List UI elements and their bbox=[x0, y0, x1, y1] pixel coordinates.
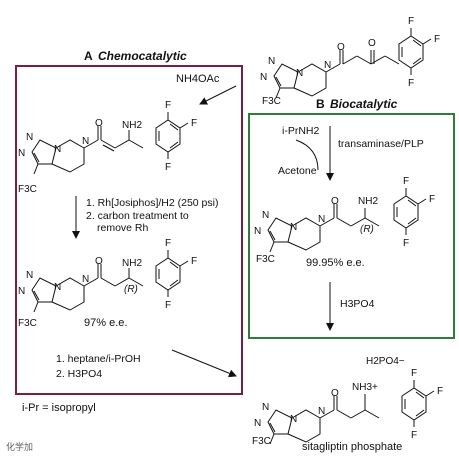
svg-text:N: N bbox=[296, 68, 303, 79]
svg-text:N: N bbox=[82, 274, 89, 285]
reagent-phosphoric-acid: H3PO4 bbox=[340, 298, 375, 310]
svg-text:F: F bbox=[403, 238, 409, 249]
reagent-isopropylamine: i-PrNH2 bbox=[282, 125, 319, 137]
svg-text:F: F bbox=[437, 386, 443, 397]
chemocatalytic-panel-border bbox=[15, 65, 243, 395]
svg-text:(R): (R) bbox=[360, 224, 374, 235]
svg-text:H2PO4−: H2PO4− bbox=[366, 356, 405, 367]
svg-text:NH3+: NH3+ bbox=[352, 382, 378, 393]
svg-text:NH2: NH2 bbox=[122, 120, 142, 131]
reagent-transaminase: transaminase/PLP bbox=[338, 138, 424, 150]
reagent-hydrogenation-3: remove Rh bbox=[97, 222, 149, 234]
svg-text:F: F bbox=[165, 100, 171, 111]
svg-text:N: N bbox=[54, 282, 61, 293]
svg-text:NH2: NH2 bbox=[122, 258, 142, 269]
svg-text:F: F bbox=[434, 34, 440, 45]
svg-text:F: F bbox=[408, 16, 414, 27]
svg-text:N: N bbox=[54, 144, 61, 155]
panel-a-title: Chemocatalytic bbox=[98, 49, 187, 63]
svg-text:F: F bbox=[165, 162, 171, 173]
svg-text:O: O bbox=[368, 38, 376, 49]
panel-b-letter: B bbox=[316, 97, 325, 111]
svg-text:N: N bbox=[18, 148, 25, 159]
svg-text:N: N bbox=[26, 270, 33, 281]
svg-text:F: F bbox=[191, 256, 197, 267]
svg-text:O: O bbox=[331, 388, 339, 399]
svg-text:F: F bbox=[408, 78, 414, 89]
svg-text:N: N bbox=[262, 402, 269, 413]
svg-text:N: N bbox=[262, 210, 269, 221]
svg-text:F: F bbox=[403, 176, 409, 187]
svg-text:N: N bbox=[318, 214, 325, 225]
footnote-isopropyl: i-Pr = isopropyl bbox=[22, 402, 96, 414]
svg-text:NH2: NH2 bbox=[358, 196, 378, 207]
svg-text:O: O bbox=[95, 256, 103, 267]
svg-text:N: N bbox=[290, 222, 297, 233]
svg-text:N: N bbox=[254, 418, 261, 429]
svg-text:F3C: F3C bbox=[18, 184, 37, 195]
panel-b-title: Biocatalytic bbox=[330, 97, 398, 111]
byproduct-acetone: Acetone bbox=[278, 165, 317, 177]
svg-text:N: N bbox=[18, 286, 25, 297]
chemo-sitagliptin-structure: N N N N F3C O NH2 (R) F F F bbox=[18, 238, 197, 329]
arrow-to-enamine bbox=[199, 85, 237, 105]
svg-text:F3C: F3C bbox=[252, 436, 271, 447]
reagent-hydrogenation-2: 2. carbon treatment to bbox=[86, 210, 189, 222]
starting-ketoamide-structure: N N N N F3C O O F F F bbox=[260, 16, 440, 107]
svg-text:F: F bbox=[165, 238, 171, 249]
svg-text:F: F bbox=[429, 194, 435, 205]
svg-text:N: N bbox=[82, 136, 89, 147]
bio-sitagliptin-structure: N N N N F3C O NH2 (R) F F F bbox=[254, 176, 435, 265]
watermark: 化学加 bbox=[6, 441, 33, 452]
svg-text:O: O bbox=[337, 42, 345, 53]
reagent-salt-2: 2. H3PO4 bbox=[56, 368, 102, 380]
product-name-label: sitagliptin phosphate bbox=[302, 441, 402, 453]
enamine-intermediate-structure: N N N N F3C O NH2 F F F bbox=[18, 100, 197, 195]
svg-text:F: F bbox=[411, 368, 417, 379]
chemo-enantiomeric-excess: 97% e.e. bbox=[84, 317, 127, 329]
svg-text:F3C: F3C bbox=[256, 254, 275, 265]
biocatalytic-panel-border bbox=[248, 113, 455, 339]
svg-text:N: N bbox=[26, 132, 33, 143]
svg-text:F: F bbox=[165, 300, 171, 311]
svg-text:F: F bbox=[411, 430, 417, 441]
arrow-salt-formation bbox=[171, 349, 237, 378]
svg-text:(R): (R) bbox=[124, 284, 138, 295]
svg-text:N: N bbox=[254, 226, 261, 237]
reagent-hydrogenation-1: 1. Rh[Josiphos]/H2 (250 psi) bbox=[86, 197, 218, 209]
svg-text:F3C: F3C bbox=[262, 96, 281, 107]
bio-enantiomeric-excess: 99.95% e.e. bbox=[306, 257, 365, 269]
svg-text:F: F bbox=[191, 118, 197, 129]
reagent-ammonium-acetate: NH4OAc bbox=[176, 73, 220, 85]
sitagliptin-phosphate-structure: N N N N F3C O NH3+ H2PO4− F F F bbox=[252, 356, 443, 447]
reagent-salt-1: 1. heptane/i-PrOH bbox=[56, 353, 141, 365]
svg-text:N: N bbox=[324, 60, 331, 71]
svg-text:N: N bbox=[260, 72, 267, 83]
svg-text:O: O bbox=[331, 196, 339, 207]
panel-a-letter: A bbox=[84, 49, 93, 63]
svg-text:N: N bbox=[318, 406, 325, 417]
svg-text:O: O bbox=[95, 118, 103, 129]
svg-text:N: N bbox=[268, 56, 275, 67]
svg-text:F3C: F3C bbox=[18, 318, 37, 329]
svg-text:N: N bbox=[290, 414, 297, 425]
